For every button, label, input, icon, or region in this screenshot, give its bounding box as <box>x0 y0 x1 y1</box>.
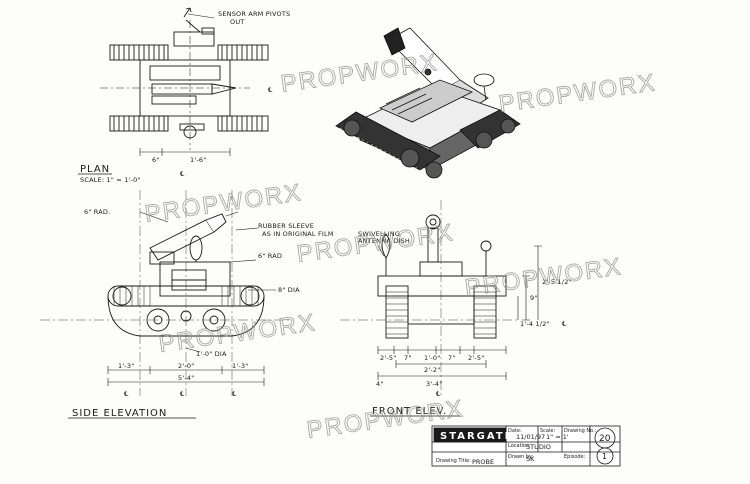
tb-drawing-no-value: 20 <box>599 434 611 444</box>
plan-view <box>100 7 269 156</box>
watermark-1: PROPWORX <box>279 49 440 98</box>
tb-location-label: Location: <box>508 443 531 449</box>
tb-scale-value: 1" = 1' <box>546 433 569 441</box>
note-6-rad-top: 6" RAD. <box>84 208 110 216</box>
tb-sheet-value: 1 <box>602 452 607 461</box>
watermark-2: PROPWORX <box>497 69 658 118</box>
tb-title-label: Drawing Title: <box>436 458 471 464</box>
plan-title: PLAN <box>80 164 110 175</box>
tb-drawn-label: Drawn by: <box>508 454 534 460</box>
front-dim-mid: 2'-2" <box>424 366 440 374</box>
side-centerline-mark-4: ℄ <box>232 390 237 398</box>
title-block <box>431 425 621 467</box>
plan-track-bottom <box>109 115 269 132</box>
plan-track-top <box>109 44 269 61</box>
front-dim-2: 7" <box>404 354 412 362</box>
note-8-dia: 8" DIA <box>278 286 300 294</box>
watermark-4: PROPWORX <box>295 219 456 268</box>
plan-centerline-mark: ℄ <box>268 86 273 94</box>
plan-dim-a: 6" <box>152 156 160 164</box>
isometric-view <box>335 27 521 179</box>
side-elevation <box>40 190 290 396</box>
front-elevation-title: FRONT ELEV. <box>372 406 447 417</box>
front-dim-5: 2'-5" <box>468 354 484 362</box>
watermark-5: PROPWORX <box>463 253 624 302</box>
front-dish <box>381 233 391 259</box>
plan-dim-b: 1'-6" <box>190 156 206 164</box>
side-elevation-title: SIDE ELEVATION <box>72 408 167 419</box>
tb-title-value: PROBE <box>472 458 494 466</box>
note-sensor-arm-out: OUT <box>230 18 244 26</box>
side-centerline-mark-2: ℄ <box>124 390 129 398</box>
side-dim-c: 1'-3" <box>232 362 248 370</box>
plan-scale: SCALE: 1" = 1'-0" <box>80 176 141 184</box>
tb-drawn-value: SK <box>526 455 535 463</box>
front-elevation <box>340 200 542 396</box>
side-centerline-mark: ℄ <box>180 170 185 178</box>
tb-episode-label: Episode: <box>564 454 586 460</box>
tb-location-value: STUDIO <box>526 443 551 451</box>
note-antenna-dish: ANTENNA DISH <box>358 237 410 245</box>
front-dim-h2: 2'-5 1/2" <box>542 278 572 286</box>
front-centerline-mark: ℄ <box>562 320 567 328</box>
side-centerline-mark-3: ℄ <box>180 390 185 398</box>
side-dim-a: 1'-3" <box>118 362 134 370</box>
plan-sensor-arm <box>173 31 215 47</box>
tb-date-label: Date: <box>508 428 522 434</box>
side-dish <box>189 235 203 261</box>
front-dim-h1: 9" <box>530 294 538 302</box>
note-rubber-sleeve: RUBBER SLEEVE <box>258 222 314 230</box>
stargate-logo: STARGATE <box>440 431 514 442</box>
side-dim-total: 5'-4" <box>178 374 194 382</box>
tb-scale-label: Scale: <box>540 428 555 434</box>
front-dim-1: 2'-5" <box>380 354 396 362</box>
front-dim-3: 1'-0" <box>424 354 440 362</box>
front-mast <box>427 227 439 263</box>
note-swivelling: SWIVELLING <box>358 230 400 238</box>
note-6-rad-mid: 6" RAD <box>258 252 282 260</box>
note-1-0-dia: 1'-0" DIA <box>196 350 227 358</box>
note-sensor-arm: SENSOR ARM PIVOTS <box>218 10 290 18</box>
tb-date-value: 11/01/97 <box>516 433 545 441</box>
front-dim-4: 7" <box>448 354 456 362</box>
tb-drawing-no-label: Drawing No.: <box>564 428 597 434</box>
front-dim-h3: 1'-4 1/2" <box>520 320 550 328</box>
front-dim-total: 3'-4" <box>426 380 442 388</box>
side-body <box>159 261 231 297</box>
front-dim-small: 4" <box>376 380 384 388</box>
front-track-left <box>385 285 409 339</box>
front-centerline-mark-2: ℄ <box>436 390 441 398</box>
side-dim-b: 2'-0" <box>178 362 194 370</box>
note-rubber-sleeve-2: AS IN ORIGINAL FILM <box>262 230 334 238</box>
